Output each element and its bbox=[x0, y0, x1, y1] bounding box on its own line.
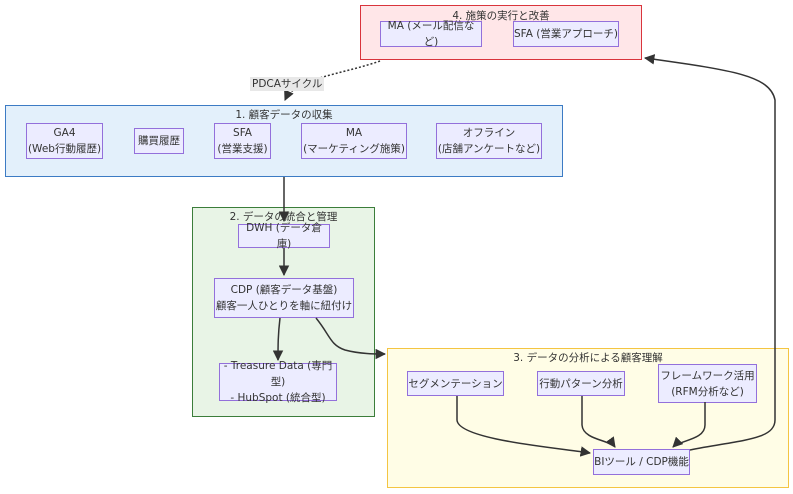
node-label: SFA (営業アプローチ) bbox=[514, 28, 618, 40]
node-ga4[interactable]: GA4 (Web行動履歴) bbox=[26, 123, 103, 159]
node-label: フレームワーク活用 bbox=[660, 369, 755, 382]
node-offline[interactable]: オフライン (店舗アンケートなど) bbox=[436, 123, 542, 159]
node-segmentation[interactable]: セグメンテーション bbox=[407, 371, 504, 396]
node-bi-tool[interactable]: BIツール / CDP機能 bbox=[593, 449, 690, 475]
node-sublabel: (営業支援) bbox=[217, 143, 268, 155]
node-label: GA4 bbox=[53, 127, 76, 139]
node-sfa[interactable]: SFA (営業支援) bbox=[214, 123, 271, 159]
node-cdp-products[interactable]: - Treasure Data (専門型) - HubSpot (統合型) bbox=[219, 360, 337, 404]
group-title-collect: 1. 顧客データの収集 bbox=[235, 109, 333, 121]
node-cdp[interactable]: CDP (顧客データ基盤) 顧客一人ひとりを軸に紐付け bbox=[214, 278, 354, 318]
node-framework[interactable]: フレームワーク活用 (RFM分析など) bbox=[658, 364, 757, 403]
node-sublabel: (Web行動履歴) bbox=[27, 143, 102, 155]
group-title-analyze: 3. データの分析による顧客理解 bbox=[513, 352, 663, 364]
node-dwh[interactable]: DWH (データ倉庫) bbox=[238, 222, 330, 250]
node-sublabel: - HubSpot (統合型) bbox=[230, 392, 326, 404]
group-data-collection: 1. 顧客データの収集 GA4 (Web行動履歴) 購買履歴 SFA (営業支援… bbox=[5, 105, 563, 177]
node-label: 購買履歴 bbox=[138, 135, 180, 147]
node-purchase-history[interactable]: 購買履歴 bbox=[134, 128, 184, 154]
node-sublabel: (マーケティング施策) bbox=[303, 143, 405, 155]
node-ma[interactable]: MA (マーケティング施策) bbox=[301, 123, 407, 159]
node-label: BIツール / CDP機能 bbox=[594, 456, 689, 468]
group-execute-and-improve: 4. 施策の実行と改善 MA (メール配信など) SFA (営業アプローチ) bbox=[360, 5, 642, 60]
node-label: オフライン bbox=[462, 127, 516, 139]
group-integration: 2. データの統合と管理 DWH (データ倉庫) CDP (顧客データ基盤) 顧… bbox=[192, 207, 375, 417]
node-label: SFA bbox=[233, 127, 252, 139]
node-label: - Treasure Data (専門型) bbox=[223, 360, 333, 388]
node-label: MA (メール配信など) bbox=[387, 20, 475, 48]
node-sublabel: 顧客一人ひとりを軸に紐付け bbox=[215, 300, 353, 312]
node-label: CDP (顧客データ基盤) bbox=[230, 284, 338, 296]
group-title-execute: 4. 施策の実行と改善 bbox=[452, 10, 550, 22]
group-analysis: 3. データの分析による顧客理解 セグメンテーション 行動パターン分析 フレーム… bbox=[387, 348, 789, 488]
node-label: DWH (データ倉庫) bbox=[246, 222, 322, 250]
node-sublabel: (店舗アンケートなど) bbox=[437, 143, 541, 155]
node-sublabel: (RFM分析など) bbox=[671, 385, 744, 398]
node-behavior-pattern[interactable]: 行動パターン分析 bbox=[537, 371, 625, 396]
node-sfa-approach[interactable]: SFA (営業アプローチ) bbox=[513, 21, 619, 47]
node-label: セグメンテーション bbox=[408, 377, 503, 390]
node-label: 行動パターン分析 bbox=[539, 377, 623, 390]
edge-label-pdca: PDCAサイクル bbox=[250, 77, 325, 91]
node-ma-email[interactable]: MA (メール配信など) bbox=[380, 20, 482, 48]
node-label: MA bbox=[345, 127, 363, 139]
